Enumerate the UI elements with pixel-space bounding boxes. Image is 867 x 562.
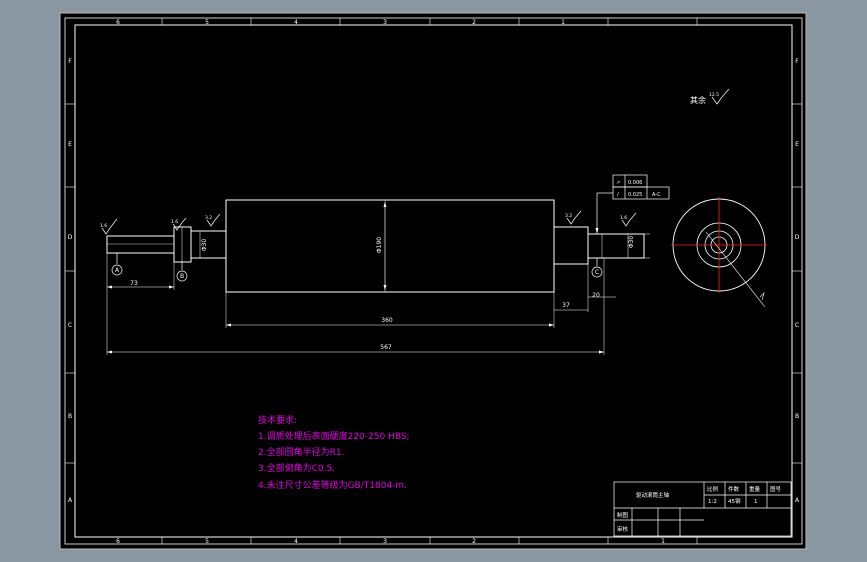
tolerance-symbol: ↗ — [616, 180, 620, 186]
row-label-left: F — [68, 58, 72, 65]
header-cell: 比例 — [707, 485, 719, 493]
row-label-left: B — [68, 413, 72, 420]
row-label-left: A — [68, 497, 73, 504]
datum-b: B — [180, 273, 184, 280]
value-cell: 1:2 — [708, 499, 717, 505]
roughness-values: 1.6 1.6 3.2 3.2 1.6 — [100, 213, 627, 229]
header-cell: 件数 — [728, 485, 740, 493]
zone-labels: 6 5 4 3 2 1 6 5 4 3 2 1 F E D C B A F E … — [68, 19, 800, 545]
header-cell: 重量 — [749, 485, 761, 493]
tolerance-symbol: / — [617, 192, 619, 198]
datum-a: A — [115, 267, 120, 274]
header-cell: 图号 — [770, 485, 782, 493]
roughness-value: 1.6 — [100, 223, 107, 229]
row-label: 制图 — [617, 511, 629, 519]
row-label: 审核 — [617, 525, 629, 533]
surface-finish-note: 其余 12.5 — [690, 88, 730, 105]
datum-markers — [111, 252, 603, 282]
title-block — [613, 481, 792, 537]
roughness-value: 1.6 — [620, 215, 627, 221]
row-label-right: C — [795, 322, 799, 329]
value-cell: 45钢 — [728, 497, 741, 505]
col-label-top: 2 — [472, 19, 476, 26]
requirement-item: 2.全部圆角半径为R1. — [258, 446, 344, 458]
tolerance-value: 0.006 — [628, 180, 642, 186]
row-label-left: D — [68, 234, 73, 241]
row-label-left: E — [68, 141, 72, 148]
dimension-lines — [106, 202, 650, 355]
tolerance-texts: ↗ 0.006 / 0.025 A-C — [616, 180, 661, 198]
col-label-top: 3 — [383, 19, 387, 26]
col-label-bottom: 4 — [294, 538, 298, 545]
row-label-right: D — [795, 234, 800, 241]
requirement-item: 3.全部倒角为C0.5. — [258, 462, 335, 474]
tolerance-frame — [596, 174, 670, 232]
row-label-right: B — [795, 413, 799, 420]
roughness-marks — [101, 210, 637, 235]
col-label-top: 5 — [205, 19, 209, 26]
datum-letters: A B C — [115, 267, 599, 280]
col-label-top: 6 — [116, 19, 120, 26]
col-label-top: 4 — [294, 19, 298, 26]
row-label-right: A — [795, 497, 800, 504]
title-block-texts: 驱动滚筒主轴 比例 件数 重量 图号 1:2 45钢 1 制图 审核 — [617, 485, 782, 533]
technical-requirements: 技术要求: 1.调质处理后表面硬度220-250 HBS; 2.全部圆角半径为R… — [258, 414, 410, 491]
requirement-item: 1.调质处理后表面硬度220-250 HBS; — [258, 430, 410, 442]
roughness-value: 3.2 — [205, 215, 212, 221]
requirement-item: 4.未注尺寸公差等级为GB/T1804-m. — [258, 479, 407, 491]
value-cell: 1 — [754, 499, 758, 505]
col-label-bottom: 6 — [116, 538, 120, 545]
drawing-canvas — [59, 12, 807, 550]
row-label-right: F — [795, 58, 799, 65]
requirements-title: 技术要求: — [258, 414, 297, 426]
dim-left-shaft: 73 — [130, 280, 138, 287]
tolerance-datum: A-C — [652, 192, 661, 198]
col-label-bottom: 1 — [661, 538, 665, 545]
col-label-bottom: 5 — [205, 538, 209, 545]
dim-right-step-a: 37 — [562, 302, 570, 309]
side-view — [671, 197, 767, 308]
datum-c: C — [595, 269, 599, 276]
dimension-texts: 567 360 73 37 20 Φ190 Φ30 Φ30 — [130, 236, 635, 351]
dim-body-diameter: Φ190 — [376, 237, 383, 253]
part-name: 驱动滚筒主轴 — [636, 491, 670, 499]
col-label-bottom: 3 — [383, 538, 387, 545]
dim-overall-length: 567 — [380, 344, 392, 351]
tolerance-arrow — [595, 228, 599, 234]
right-shaft — [587, 233, 645, 259]
row-label-right: E — [795, 141, 799, 148]
dim-left-shoulder: Φ30 — [201, 239, 208, 252]
outer-border — [64, 17, 803, 545]
dim-right-shaft: Φ30 — [628, 236, 635, 249]
finish-note-symbol — [711, 88, 730, 105]
dimension-arrows — [107, 202, 604, 354]
roughness-value: 1.6 — [171, 219, 178, 225]
dim-body-length: 360 — [381, 317, 393, 324]
finish-note-text: 其余 — [690, 95, 706, 105]
inner-border — [74, 24, 793, 538]
row-label-left: C — [68, 322, 72, 329]
dim-right-step-b: 20 — [592, 292, 600, 299]
shaft-front-view — [106, 199, 645, 293]
zone-ticks — [65, 18, 802, 544]
roughness-value: 3.2 — [565, 213, 572, 219]
col-label-bottom: 2 — [472, 538, 476, 545]
finish-note-value: 12.5 — [709, 92, 719, 98]
col-label-top: 1 — [561, 19, 565, 26]
tolerance-value: 0.025 — [628, 192, 642, 198]
